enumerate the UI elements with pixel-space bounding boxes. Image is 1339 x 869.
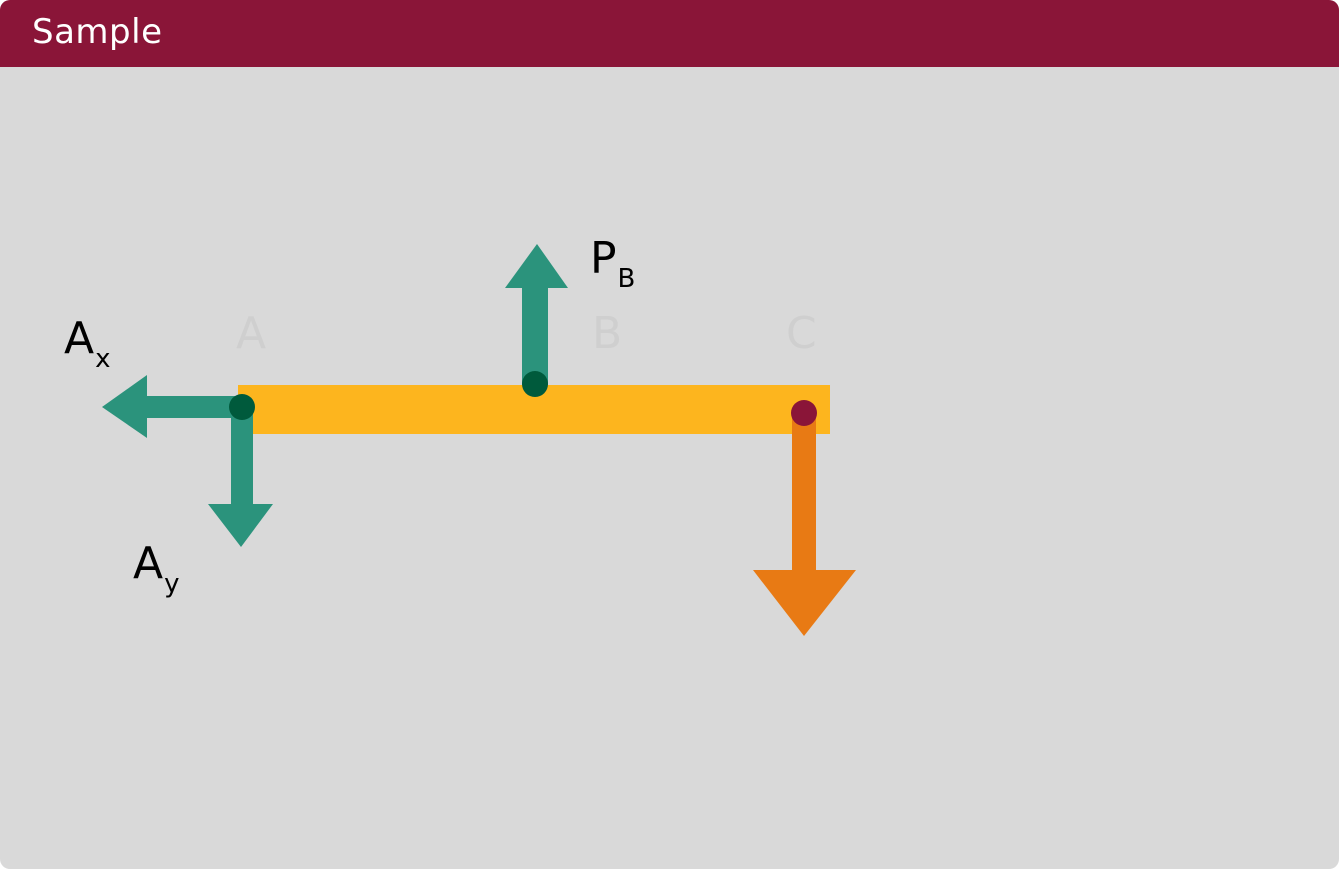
ay-label: Ay — [133, 542, 180, 598]
ax-arrow — [102, 375, 242, 438]
applied-load-arrow — [753, 414, 856, 636]
point-b-dot — [522, 371, 548, 397]
ax-label-sub: x — [95, 344, 111, 374]
ay-label-sub: y — [164, 569, 180, 599]
pin-a-dot — [229, 394, 255, 420]
pb-label-main: P — [590, 233, 617, 284]
point-c-dot — [791, 400, 817, 426]
pb-label-sub: B — [617, 264, 636, 294]
header-title: Sample — [32, 12, 163, 52]
ay-label-main: A — [133, 538, 164, 589]
point-label-c: C — [786, 308, 817, 359]
pb-arrow — [505, 244, 568, 385]
point-label-b: B — [592, 308, 623, 359]
diagram-canvas — [102, 244, 856, 636]
point-label-a: A — [236, 308, 267, 359]
ax-label-main: A — [64, 313, 95, 364]
ay-arrow — [208, 407, 273, 547]
free-body-diagram: A B C Ax Ay PB — [0, 67, 1339, 869]
card-header: Sample — [0, 0, 1339, 67]
pb-label: PB — [590, 237, 635, 293]
ax-label: Ax — [64, 317, 111, 373]
